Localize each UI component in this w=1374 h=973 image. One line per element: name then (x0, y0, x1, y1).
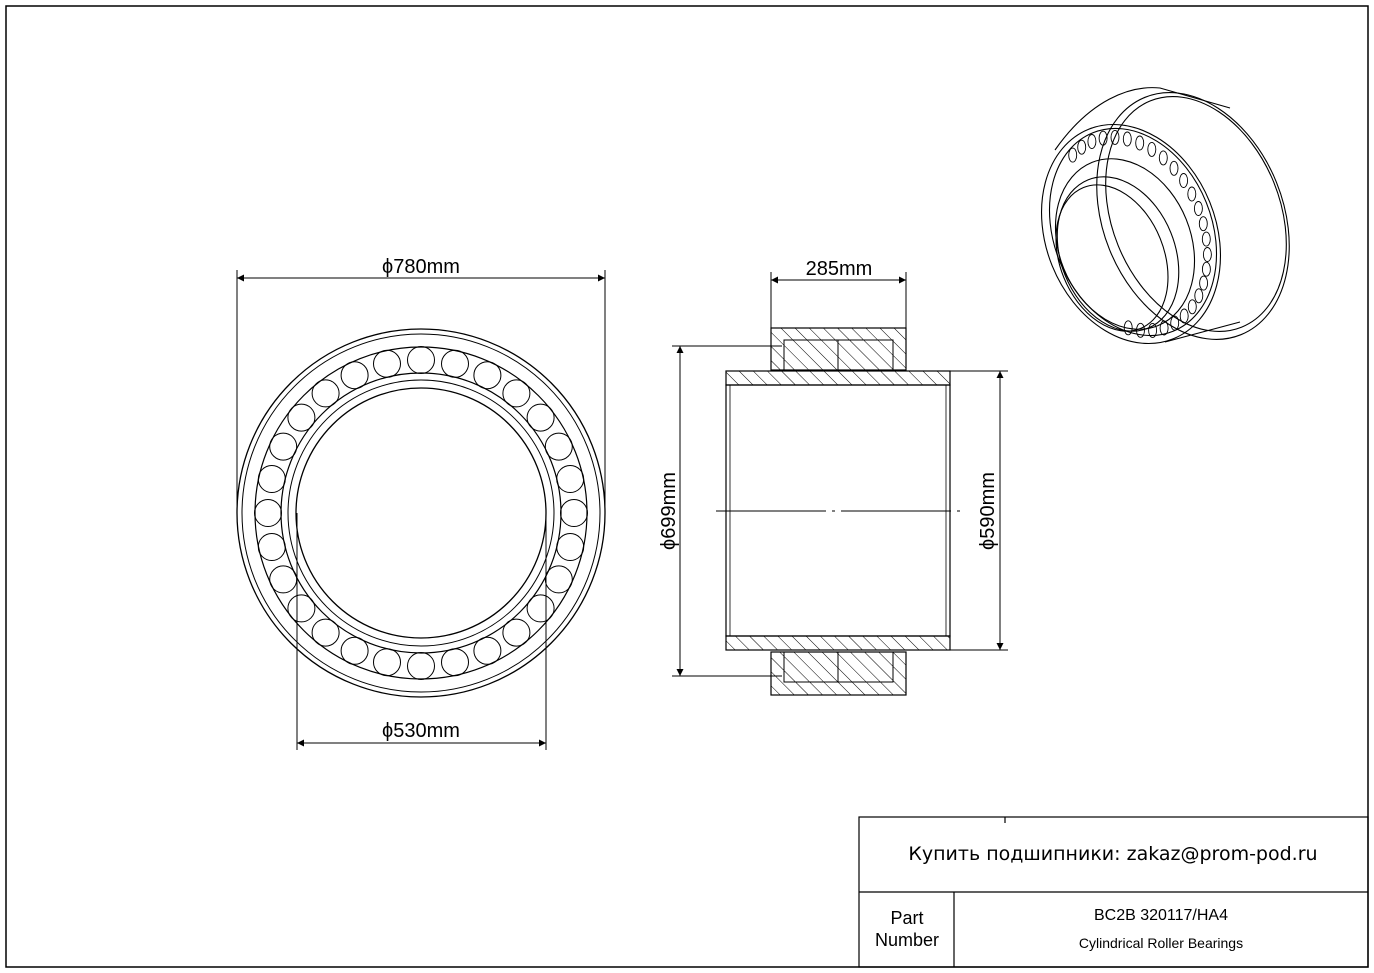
roller (287, 594, 316, 623)
roller (311, 618, 340, 647)
inner-ring-outer-circle (280, 372, 562, 654)
dim-outer-diameter: ϕ780mm (236, 256, 606, 513)
diameter-symbol: ϕ (658, 539, 680, 550)
dim-inner-diameter: ϕ530mm (296, 513, 547, 750)
roller (287, 403, 316, 432)
isometric-roller (1179, 308, 1189, 324)
roller (544, 432, 573, 461)
roller (407, 346, 435, 374)
roller (269, 565, 298, 594)
diameter-symbol: ϕ (382, 720, 393, 742)
roller (311, 379, 340, 408)
roller (473, 636, 502, 665)
isometric-roller (1159, 320, 1169, 336)
sheet-border (5, 5, 1369, 968)
roller (257, 465, 286, 493)
dim-outer-ring-bore: ϕ699mm (658, 345, 782, 677)
roller (556, 465, 585, 493)
inner-ring-bottom-section (725, 635, 951, 651)
outer-ring-bore-label: 699mm (658, 472, 680, 539)
isometric-roller (1136, 322, 1145, 338)
isometric-roller (1098, 130, 1108, 146)
isometric-roller (1148, 322, 1158, 338)
isometric-roller (1087, 134, 1097, 149)
isometric-roller (1194, 288, 1204, 304)
title-block (858, 816, 1369, 968)
isometric-rollers (1068, 129, 1212, 338)
svg-text:ϕ590mm: ϕ590mm (977, 472, 999, 550)
dim-inner-ring-od: ϕ590mm (950, 370, 1008, 651)
isometric-roller (1068, 147, 1078, 163)
part-number: BC2B 320117/HA4 (1093, 907, 1228, 924)
isometric-view (1040, 87, 1290, 345)
roller (373, 648, 401, 677)
outer-ring-inner-circle (254, 346, 588, 680)
isometric-roller (1179, 173, 1189, 188)
isometric-roller (1201, 261, 1211, 277)
inner-diameter-label: 530mm (393, 720, 460, 742)
isometric-roller (1169, 160, 1179, 176)
roller (526, 403, 555, 432)
isometric-roller (1187, 186, 1197, 202)
diameter-symbol: ϕ (382, 256, 393, 278)
svg-text:ϕ699mm: ϕ699mm (658, 472, 680, 550)
roller (340, 361, 369, 390)
roller (257, 533, 286, 561)
isometric-roller (1199, 275, 1209, 291)
isometric-roller (1135, 135, 1145, 151)
isometric-roller (1147, 141, 1157, 157)
isometric-roller (1202, 247, 1212, 262)
roller (373, 349, 401, 378)
outer-ring-outer-circle (236, 328, 606, 698)
roller (502, 379, 531, 408)
rollers (254, 346, 588, 680)
svg-text:ϕ530mm: ϕ530mm (382, 720, 460, 742)
inner-ring-top-section (725, 370, 951, 386)
isometric-roller (1158, 150, 1168, 166)
section-view (716, 327, 960, 696)
roller (269, 432, 298, 461)
isometric-roller (1077, 139, 1087, 155)
roller (407, 652, 435, 680)
svg-text:ϕ780mm: ϕ780mm (382, 256, 460, 278)
width-label: 285mm (806, 258, 873, 280)
isometric-roller (1122, 131, 1132, 147)
isometric-roller (1187, 299, 1197, 315)
inner-ring-od-label: 590mm (977, 472, 999, 539)
part-label-line-2: Number (874, 930, 940, 950)
roller (560, 499, 588, 527)
isometric-roller (1123, 320, 1133, 336)
purchase-email-line: Купить подшипники: zakaz@prom-pod.ru (908, 843, 1318, 865)
roller (254, 499, 282, 527)
front-view (236, 328, 606, 698)
roller (526, 594, 555, 623)
part-number-cell: BC2B 320117/HA4 Cylindrical Roller Beari… (955, 893, 1367, 965)
isometric-roller (1170, 315, 1180, 331)
roller (441, 349, 469, 378)
roller (556, 533, 585, 561)
isometric-roller (1198, 216, 1208, 232)
roller (544, 565, 573, 594)
dim-width: 285mm (770, 258, 907, 328)
part-description: Cylindrical Roller Bearings (1078, 935, 1244, 951)
isometric-roller (1201, 231, 1211, 247)
roller (502, 618, 531, 647)
isometric-roller (1110, 129, 1120, 145)
bore-circle (295, 387, 547, 639)
roller (340, 636, 369, 665)
outer-ring-chamfer (241, 333, 601, 693)
diameter-symbol: ϕ (977, 539, 999, 550)
outer-diameter-label: 780mm (393, 256, 460, 278)
part-label-line-1: Part (890, 908, 924, 928)
roller (441, 648, 469, 677)
roller (473, 361, 502, 390)
isometric-roller (1193, 201, 1203, 216)
inner-ring-chamfer (287, 379, 555, 647)
part-number-label: Part Number (860, 893, 954, 965)
